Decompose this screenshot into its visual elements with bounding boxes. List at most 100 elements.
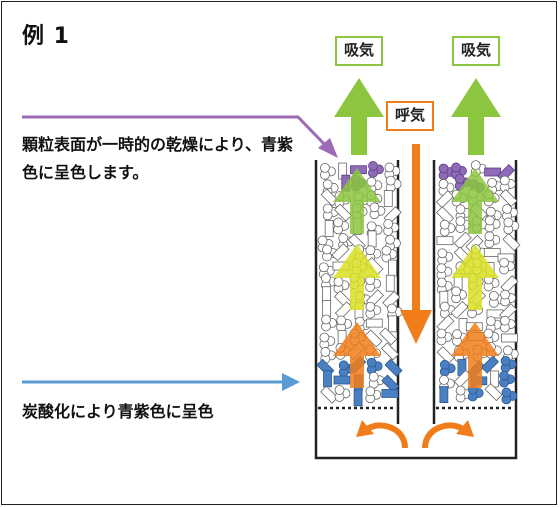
exhale-label: 呼気: [386, 101, 434, 131]
granule: [364, 329, 383, 348]
granule: [484, 231, 495, 242]
example-title: 例 1: [22, 24, 70, 49]
flow-arrows: [333, 168, 499, 388]
granule: [320, 385, 339, 404]
granule: [320, 347, 331, 357]
granule: [436, 277, 447, 288]
granule: [333, 276, 344, 287]
granule: [320, 273, 331, 284]
granule: [451, 286, 462, 297]
granule: [383, 219, 394, 229]
granule: [488, 290, 499, 301]
granule: [500, 315, 510, 326]
granule: [438, 179, 449, 189]
granule: [436, 345, 455, 365]
granule: [322, 300, 332, 317]
granule: [382, 290, 401, 309]
granule: [454, 173, 465, 184]
granule: [381, 245, 392, 256]
granule: [317, 235, 328, 246]
granule: [385, 234, 395, 245]
granule: [470, 160, 481, 171]
granule: [366, 221, 377, 232]
granule: [485, 316, 496, 327]
granule: [338, 233, 349, 243]
column-flow-arrow: [333, 244, 381, 310]
granule: [383, 190, 393, 207]
granule: [338, 360, 349, 371]
granule: [324, 220, 334, 237]
granule: [450, 300, 469, 319]
granule: [387, 303, 397, 314]
co2-note: 炭酸化により青紫色に呈色: [22, 402, 214, 421]
granule: [368, 161, 378, 171]
granule: [381, 342, 400, 361]
granule: [369, 202, 380, 213]
granule: [438, 163, 449, 174]
granule: [435, 190, 455, 209]
column-flow-arrow: [451, 168, 499, 234]
granule: [483, 248, 501, 257]
granule: [436, 206, 455, 225]
granule: [487, 177, 498, 188]
granule: [501, 387, 512, 398]
granule: [502, 233, 521, 252]
column-flow-arrow: [333, 168, 381, 234]
surface-pointer: [22, 115, 338, 158]
granule: [437, 248, 448, 259]
granule: [439, 386, 449, 403]
granule: [502, 204, 512, 214]
granule: [502, 345, 513, 356]
granule: [436, 328, 447, 339]
granule: [334, 385, 345, 395]
granule: [322, 179, 333, 190]
granule: [453, 231, 472, 250]
granule: [365, 301, 376, 312]
column-flow-arrow: [451, 322, 499, 388]
granule: [501, 333, 518, 343]
granule: [384, 162, 395, 173]
granule: [381, 389, 399, 398]
granule: [484, 167, 501, 177]
inhale-arrow-right: [451, 78, 501, 155]
granule: [333, 203, 353, 222]
granule: [503, 217, 514, 228]
granule: [499, 175, 510, 186]
granule: [439, 375, 449, 385]
granule: [367, 230, 377, 248]
granule: [500, 289, 510, 300]
granule: [366, 176, 377, 187]
granule: [480, 355, 500, 374]
granule: [499, 188, 518, 207]
granule: [323, 370, 332, 388]
granule: [484, 382, 503, 402]
column-flow-arrow: [451, 244, 499, 310]
granule: [439, 359, 450, 370]
granule: [322, 244, 332, 255]
granule: [334, 301, 353, 320]
granule: [385, 175, 396, 186]
co2-pointer: [22, 373, 300, 391]
granule: [365, 318, 383, 328]
granule: [319, 332, 330, 343]
column-flow-arrow: [333, 322, 381, 388]
granule: [336, 315, 347, 326]
granule: [322, 203, 333, 214]
granule: [439, 301, 450, 312]
granule: [451, 162, 461, 173]
inhale-arrow-left: [334, 78, 384, 155]
granule: [353, 389, 363, 407]
granule: [333, 375, 351, 385]
granule: [439, 219, 450, 230]
granule: [333, 217, 344, 228]
granule: [455, 385, 466, 396]
surface-dry-note: 顆粒表面が一時的の乾燥により、青紫色に呈色します。: [22, 135, 294, 182]
granule: [485, 206, 496, 217]
granule: [321, 314, 332, 325]
granule: [484, 215, 495, 226]
granule: [384, 358, 403, 377]
granule: [366, 357, 377, 368]
granule: [320, 162, 330, 173]
granule: [365, 245, 376, 256]
